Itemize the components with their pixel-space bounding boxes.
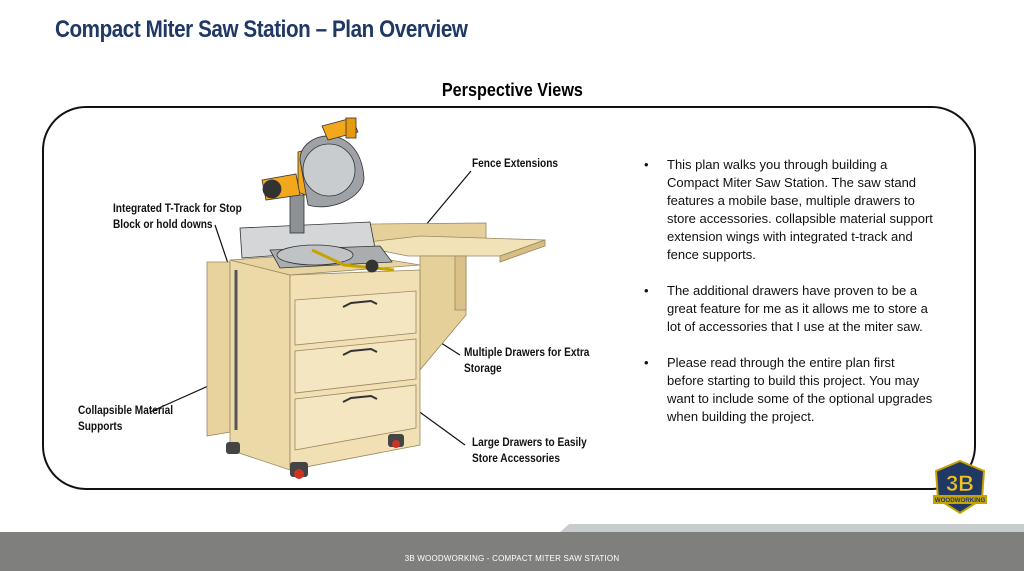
footer-accent (560, 524, 1024, 532)
page-title: Compact Miter Saw Station – Plan Overvie… (55, 16, 468, 43)
callout-drawers: Multiple Drawers for Extra Storage (464, 345, 589, 377)
callout-t-track-line2: Block or hold downs (113, 219, 213, 231)
bullet-item: • Please read through the entire plan fi… (644, 354, 934, 426)
bullet-dot-icon: • (644, 355, 649, 370)
bullet-text: This plan walks you through building a C… (667, 157, 933, 262)
footer-bar (0, 532, 1024, 571)
bullet-text: Please read through the entire plan firs… (667, 355, 933, 424)
callout-large-drawers-line1: Large Drawers to Easily (472, 437, 587, 449)
callout-drawers-line2: Storage (464, 363, 502, 375)
bullet-item: • The additional drawers have proven to … (644, 282, 934, 336)
content-panel (42, 106, 976, 490)
bullet-dot-icon: • (644, 283, 649, 298)
callout-material-supports: Collapsible Material Supports (78, 403, 173, 435)
callout-t-track-line1: Integrated T-Track for Stop (113, 203, 242, 215)
overview-bullet-list: • This plan walks you through building a… (644, 156, 934, 444)
footer-text: 3B WOODWORKING - COMPACT MITER SAW STATI… (404, 554, 620, 563)
svg-text:3B: 3B (946, 471, 974, 496)
bullet-dot-icon: • (644, 157, 649, 172)
3b-woodworking-logo-icon: 3B WOODWORKING (933, 459, 987, 515)
bullet-item: • This plan walks you through building a… (644, 156, 934, 264)
bullet-text: The additional drawers have proven to be… (667, 283, 928, 334)
callout-fence-extensions: Fence Extensions (472, 156, 558, 172)
callout-large-drawers-line2: Store Accessories (472, 453, 560, 465)
callout-large-drawers: Large Drawers to Easily Store Accessorie… (472, 435, 587, 467)
section-subtitle: Perspective Views (441, 80, 583, 100)
callout-t-track: Integrated T-Track for Stop Block or hol… (113, 201, 242, 233)
callout-material-supports-line2: Supports (78, 421, 123, 433)
callout-fence-extensions-text: Fence Extensions (472, 158, 559, 170)
callout-drawers-line1: Multiple Drawers for Extra (464, 347, 590, 359)
svg-text:WOODWORKING: WOODWORKING (935, 497, 986, 504)
callout-material-supports-line1: Collapsible Material (78, 405, 174, 417)
